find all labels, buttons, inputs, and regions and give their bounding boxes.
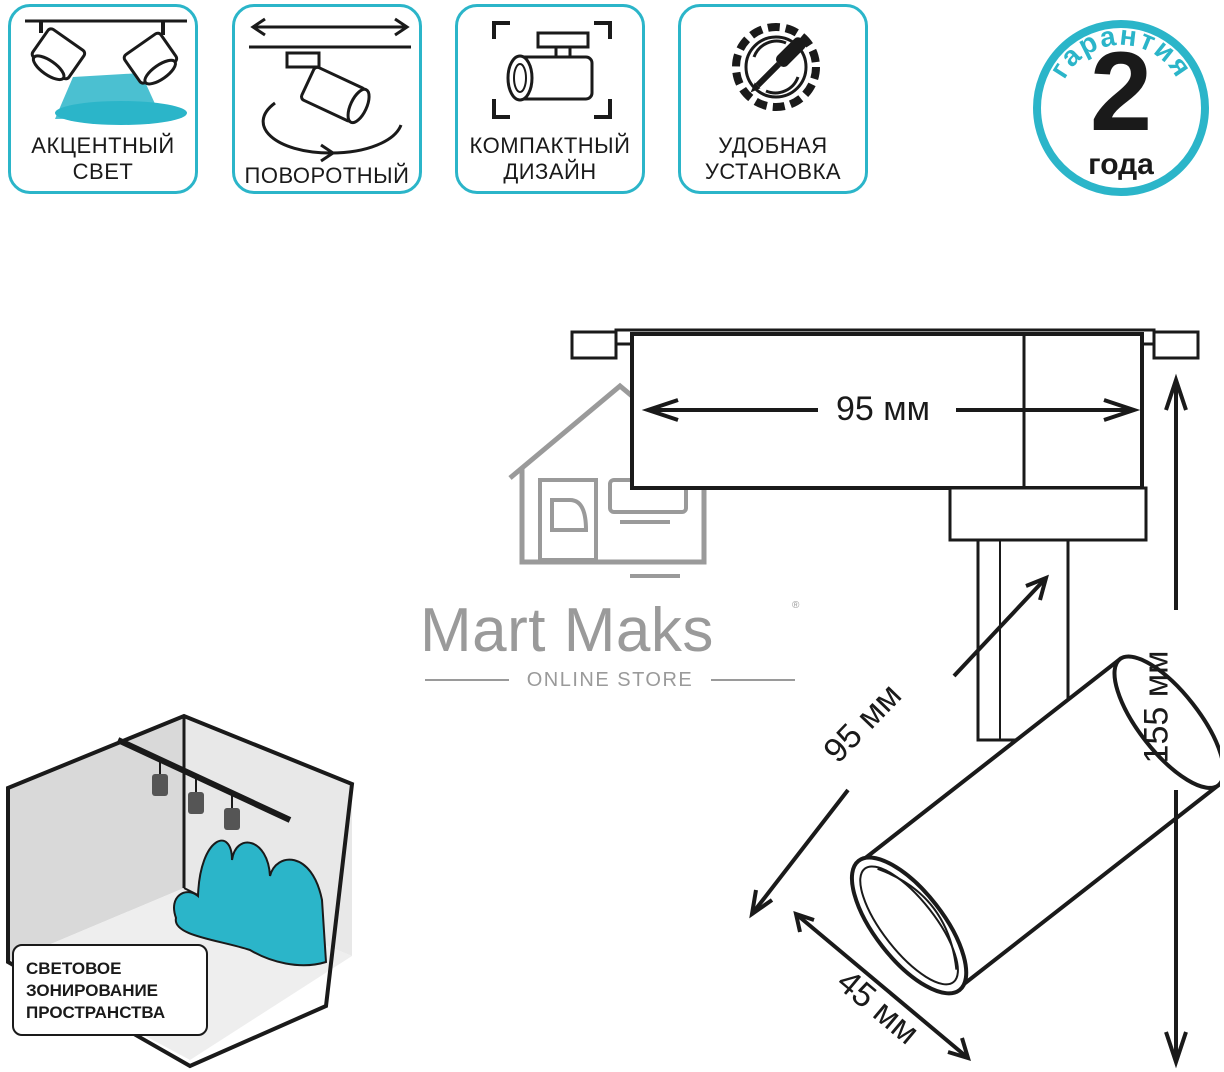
feature-label: КОМПАКТНЫЙ — [469, 133, 631, 158]
compact-frame-icon — [492, 21, 612, 119]
rotate-arrows-icon — [249, 17, 411, 163]
feature-installation: УДОБНАЯ УСТАНОВКА — [678, 4, 868, 194]
dimension-height: 155 мм — [1137, 650, 1176, 764]
feature-label: СВЕТ — [72, 159, 134, 184]
zoning-caption: СВЕТОВОЕ ЗОНИРОВАНИЕ ПРОСТРАНСТВА — [12, 944, 208, 1036]
adapter-clip-left — [570, 330, 618, 360]
feature-label: ДИЗАЙН — [503, 159, 597, 184]
track-spotlight-icon — [224, 794, 240, 830]
feature-compact: КОМПАКТНЫЙ ДИЗАЙН — [455, 4, 645, 194]
watermark-brand: Mart Maks — [420, 596, 714, 665]
feature-rotating: ПОВОРОТНЫЙ — [232, 4, 422, 194]
dimension-arrows — [641, 373, 1188, 1069]
lamp-body — [849, 654, 1220, 996]
mount-block — [948, 486, 1148, 542]
zoning-line: ЗОНИРОВАНИЕ — [26, 981, 159, 1000]
feature-accent-light: АКЦЕНТНЫЙ СВЕТ — [8, 4, 198, 194]
track-spotlight-icon — [188, 778, 204, 814]
watermark-rule — [425, 679, 795, 681]
spotlight-technical-drawing — [570, 328, 1220, 1069]
feature-label: УСТАНОВКА — [704, 159, 842, 184]
feature-label: УДОБНАЯ — [718, 133, 828, 158]
feature-label: ПОВОРОТНЫЙ — [244, 163, 410, 188]
dimension-adapter-width: 95 мм — [836, 390, 931, 428]
warranty-unit: года — [1088, 148, 1154, 181]
gear-screwdriver-icon — [732, 23, 820, 111]
watermark-registered: ® — [792, 600, 800, 611]
zoning-line: ПРОСТРАНСТВА — [26, 1003, 166, 1022]
zoning-line: СВЕТОВОЕ — [26, 959, 122, 978]
adapter-clip-right — [1152, 330, 1200, 360]
watermark-subtitle: ONLINE STORE — [526, 669, 694, 691]
feature-label: АКЦЕНТНЫЙ — [31, 133, 175, 158]
warranty-number: 2 — [1089, 29, 1153, 154]
track-spotlight-icon — [152, 760, 168, 796]
mount-stem — [976, 538, 1070, 742]
warranty-seal: гарантия 2 года — [1028, 12, 1214, 198]
accent-spotlight-icon — [25, 19, 187, 125]
warranty-ring: гарантия — [1033, 19, 1209, 196]
